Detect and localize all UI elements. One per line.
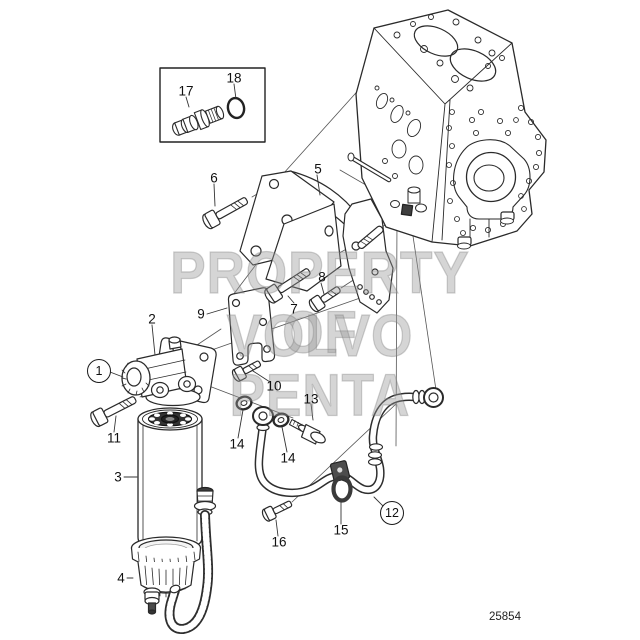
fuel-line-fitting <box>401 204 412 215</box>
banjo-eye-fitting <box>424 388 443 407</box>
filter-gasket-holes <box>149 411 191 427</box>
banjo-bolt <box>290 420 327 446</box>
inset-box <box>160 68 265 142</box>
hose-nipple <box>170 103 226 139</box>
cylinder-bore <box>445 42 500 87</box>
leader-lines <box>110 84 384 578</box>
callout-2: 2 <box>148 311 156 327</box>
callout-9: 9 <box>197 306 205 322</box>
engine-block <box>348 10 546 249</box>
fuel-filter-head <box>122 337 216 406</box>
callout-16: 16 <box>271 534 287 550</box>
callout-8: 8 <box>318 269 326 285</box>
watermark-line-2: VOLVO PENTA <box>226 303 414 429</box>
fuel-hose-assembly <box>253 388 443 493</box>
callout-18: 18 <box>226 70 242 86</box>
spacer-plate <box>228 288 274 365</box>
drain-hose <box>169 488 215 630</box>
fuel-filter-cartridge <box>138 408 202 545</box>
callout-3: 3 <box>114 469 122 485</box>
callout-6: 6 <box>210 170 218 186</box>
callout-14b: 14 <box>280 450 296 466</box>
bracket-stud <box>357 225 384 250</box>
drain-valve <box>144 588 160 614</box>
sealing-washer <box>235 395 253 411</box>
bolt-6 <box>201 193 251 230</box>
callout-11: 11 <box>106 430 122 446</box>
watermark-line-1: PROPERTY OF <box>170 240 470 366</box>
sealing-washer <box>272 412 290 428</box>
bolt-10 <box>231 357 263 382</box>
bolt-11 <box>89 392 139 428</box>
callout-10: 10 <box>266 378 282 394</box>
primer-knob <box>122 361 150 395</box>
bolt-16 <box>261 497 294 522</box>
o-ring <box>226 97 246 120</box>
callout-17: 17 <box>178 83 194 99</box>
callout-13: 13 <box>303 391 319 407</box>
callout-15: 15 <box>333 522 349 538</box>
drawing-number: 25854 <box>489 611 521 623</box>
mounting-bracket <box>240 171 393 313</box>
water-separator-bowl <box>132 537 201 614</box>
callout-7: 7 <box>290 301 298 317</box>
callout-14a: 14 <box>229 436 245 452</box>
bolt-8 <box>307 283 343 314</box>
callout-1-circled: 1 <box>87 359 111 383</box>
callout-5: 5 <box>314 161 322 177</box>
bolt-7 <box>263 264 314 305</box>
callout-12-circled: 12 <box>380 501 404 525</box>
callout-4: 4 <box>117 570 125 586</box>
hose-clamp <box>330 460 350 500</box>
